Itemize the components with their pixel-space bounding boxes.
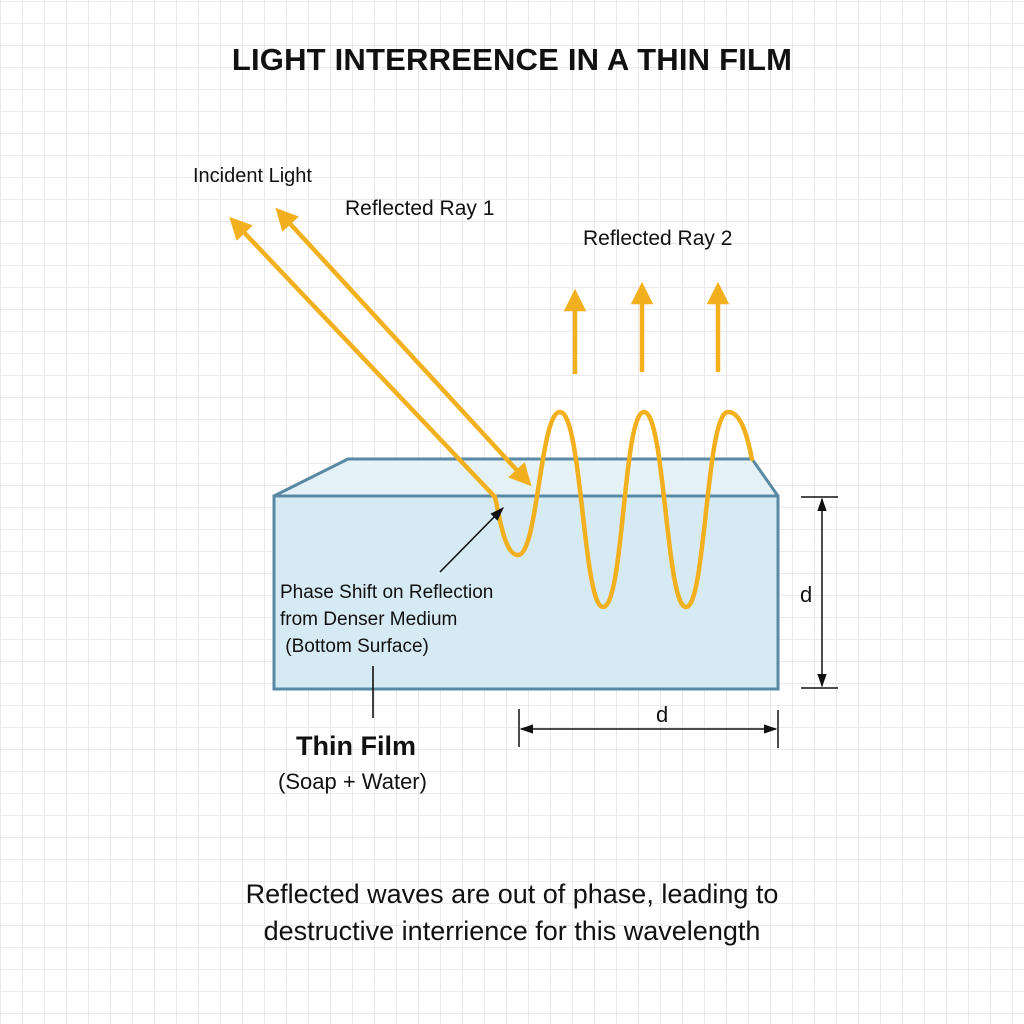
reflected-wave (492, 409, 755, 610)
phase-shift-pointer-arrow (439, 506, 505, 573)
thickness-label-horizontal: d (656, 702, 669, 727)
reflected-ray-1-arrow (275, 207, 532, 487)
horizontal-width-dimension (518, 709, 779, 748)
thickness-label-vertical: d (800, 582, 813, 607)
vertical-thickness-dimension (801, 496, 838, 689)
incident-rays (229, 207, 532, 499)
incident-light-ray (229, 216, 497, 499)
phase-shift-label: Phase Shift on Reflection from Denser Me… (280, 582, 494, 657)
diagram-title: LIGHT INTERREENCE IN A THIN FILM (231, 42, 793, 77)
incident-light-label: Incident Light (193, 165, 312, 187)
film-top-face (272, 457, 780, 498)
caption: Reflected waves are out of phase, leadin… (0, 876, 1024, 950)
reflected-ray-2-arrows (563, 281, 730, 374)
caption-line-1: Reflected waves are out of phase, leadin… (245, 879, 779, 909)
thin-film-material-label: (Soap + Water) (278, 769, 427, 794)
thin-film-label: Thin Film (296, 731, 416, 761)
reflected-ray-2-label: Reflected Ray 2 (583, 227, 733, 250)
caption-line-2: destructive interrience for this wavelen… (263, 916, 761, 946)
